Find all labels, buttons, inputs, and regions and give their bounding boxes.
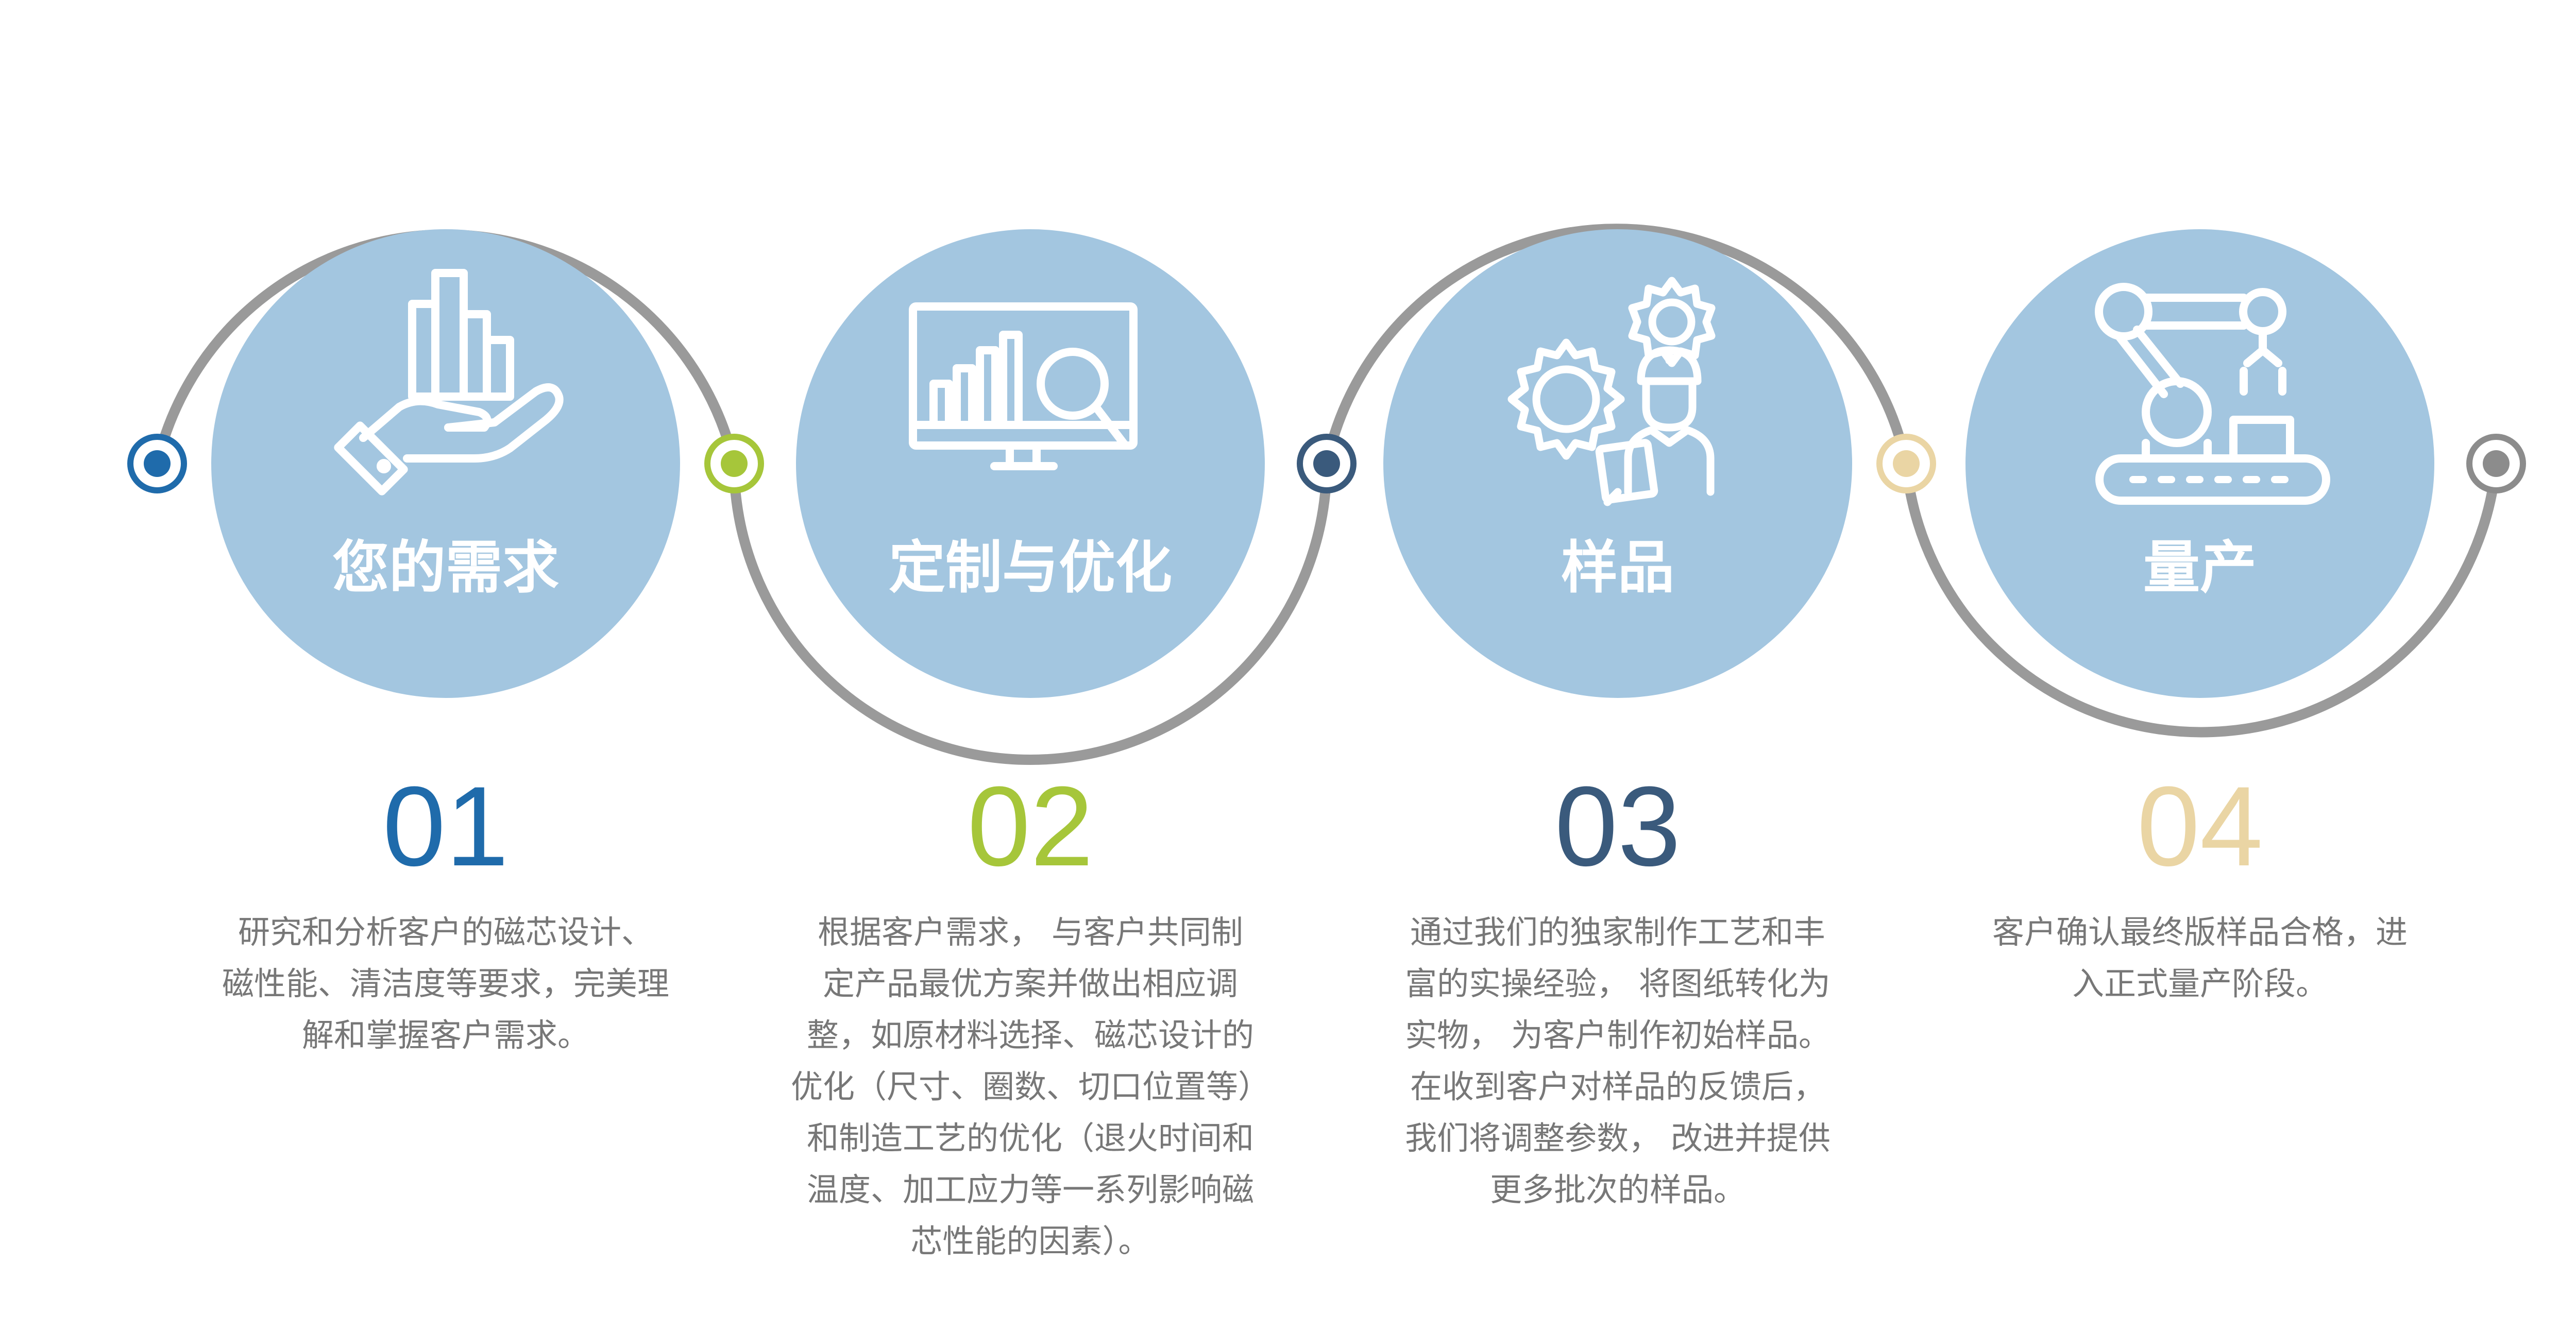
desc-line: 更多批次的样品。 (1489, 1171, 1745, 1208)
step-4-number: 04 (2137, 763, 2263, 890)
engineer-gears-icon (1507, 277, 1716, 506)
node-end (2466, 434, 2526, 493)
desc-line: 在收到客户对样品的反馈后， (1410, 1068, 1825, 1105)
step-2-number: 02 (968, 763, 1094, 890)
desc-line: 温度、加工应力等一系列影响磁 (806, 1171, 1254, 1208)
desc-line: 研究和分析客户的磁芯设计、 (238, 913, 653, 951)
desc-line: 整，如原材料选择、磁芯设计的 (806, 1016, 1254, 1054)
step-3-title: 样品 (1561, 535, 1674, 601)
step-3-description: 通过我们的独家制作工艺和丰 富的实操经验， 将图纸转化为 实物， 为客户制作初始… (1376, 907, 1860, 1216)
node-1 (127, 434, 187, 493)
step-2-description: 根据客户需求， 与客户共同制 定产品最优方案并做出相应调 整，如原材料选择、磁芯… (788, 907, 1273, 1267)
desc-line: 我们将调整参数， 改进并提供 (1405, 1119, 1831, 1157)
desc-line: 和制造工艺的优化（退火时间和 (806, 1119, 1254, 1157)
hand-holding-chart-icon (334, 269, 564, 496)
desc-line: 通过我们的独家制作工艺和丰 (1410, 913, 1825, 951)
step-1-title: 您的需求 (332, 535, 559, 601)
node-4 (1876, 434, 1936, 493)
desc-line: 根据客户需求， 与客户共同制 (818, 913, 1243, 951)
desc-line: 芯性能的因素）。 (910, 1222, 1150, 1260)
desc-line: 定产品最优方案并做出相应调 (822, 965, 1238, 1002)
step-4-title: 量产 (2143, 535, 2257, 601)
node-3 (1297, 434, 1357, 493)
step-1-number: 01 (383, 763, 509, 890)
robot-arm-conveyor-icon (2095, 283, 2330, 505)
step-1-description: 研究和分析客户的磁芯设计、 磁性能、清洁度等要求，完美理 解和掌握客户需求。 (204, 907, 688, 1061)
step-3-circle (1383, 229, 1852, 698)
step-3-number: 03 (1555, 763, 1681, 890)
node-2 (704, 434, 764, 493)
desc-line: 优化（尺寸、圈数、切口位置等） (790, 1068, 1270, 1105)
step-1-circle (211, 229, 680, 698)
step-4-circle (1965, 229, 2434, 698)
step-2-title: 定制与优化 (889, 535, 1172, 601)
desc-line: 实物， 为客户制作初始样品。 (1405, 1016, 1831, 1054)
desc-line: 解和掌握客户需求。 (301, 1016, 589, 1054)
monitor-chart-magnifier-icon (909, 302, 1138, 470)
desc-line: 客户确认最终版样品合格，进 (1992, 913, 2408, 951)
desc-line: 富的实操经验， 将图纸转化为 (1405, 965, 1831, 1002)
desc-line: 入正式量产阶段。 (2072, 965, 2328, 1002)
step-4-description: 客户确认最终版样品合格，进 入正式量产阶段。 (1958, 907, 2442, 1010)
desc-line: 磁性能、清洁度等要求，完美理 (222, 965, 669, 1002)
